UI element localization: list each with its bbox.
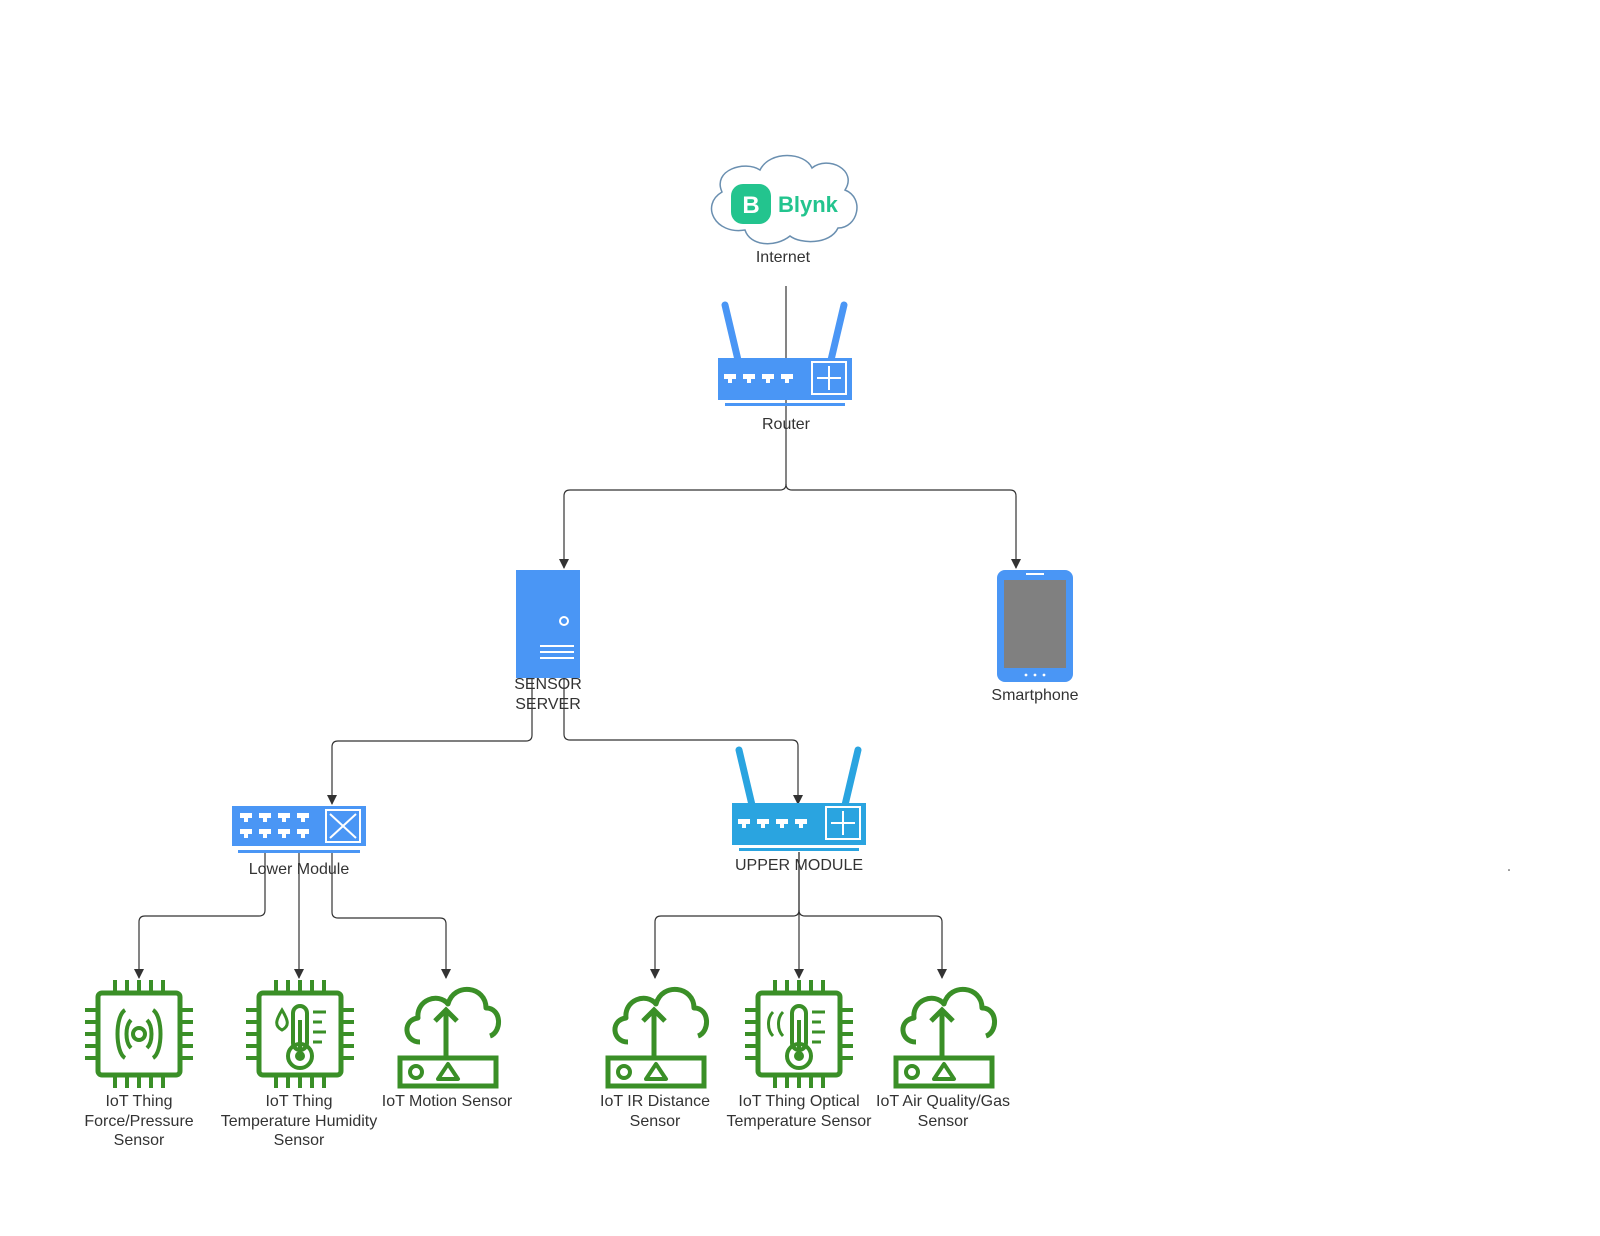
upper-module-label: UPPER MODULE [734, 857, 864, 874]
sensor-label-force: IoT Thing Force/Pressure Sensor [84, 1093, 194, 1149]
router-icon [718, 305, 852, 406]
upper-module-router-icon [732, 750, 866, 851]
network-switch-icon [231, 805, 367, 854]
edge-upper-air-quality-sensor [798, 909, 947, 979]
lower-module-label: Lower Module [248, 861, 350, 878]
stray-dot [1508, 869, 1510, 871]
cloud-icon: B Blynk [710, 154, 858, 245]
blynk-wordmark: Blynk [778, 192, 839, 217]
iot-cloud-device-icon [608, 989, 707, 1086]
internet-label: Internet [755, 249, 811, 266]
edge-server-upper-module [563, 678, 803, 805]
smartphone-label: Smartphone [991, 687, 1079, 704]
sensor-label-temp-humidity: IoT Thing Temperature Humidity Sensor [220, 1093, 378, 1149]
server-label: SENSOR SERVER [514, 676, 582, 713]
iot-cloud-device-icon [896, 989, 995, 1086]
edge-lower-force-sensor [134, 852, 266, 979]
blynk-initial: B [742, 192, 759, 219]
edge-server-lower-module [327, 678, 533, 805]
edge-lower-motion-sensor [331, 852, 451, 979]
iot-chip-thermometer-icon [246, 980, 354, 1088]
smartphone-icon [997, 570, 1073, 682]
sensor-label-motion: IoT Motion Sensor [381, 1093, 513, 1110]
sensor-label-air-quality: IoT Air Quality/Gas Sensor [876, 1093, 1010, 1130]
sensor-label-optical-temp: IoT Thing Optical Temperature Sensor [726, 1093, 872, 1130]
iot-cloud-device-icon [400, 989, 499, 1086]
iot-chip-thermometer-icon [745, 980, 853, 1088]
sensor-label-ir-distance: IoT IR Distance Sensor [600, 1093, 710, 1130]
iot-chip-force-icon [85, 980, 193, 1088]
router-label: Router [761, 416, 811, 433]
edge-router-server [559, 462, 787, 569]
server-icon [516, 570, 580, 678]
edge-router-smartphone [785, 483, 1021, 569]
connectors [134, 286, 1021, 979]
